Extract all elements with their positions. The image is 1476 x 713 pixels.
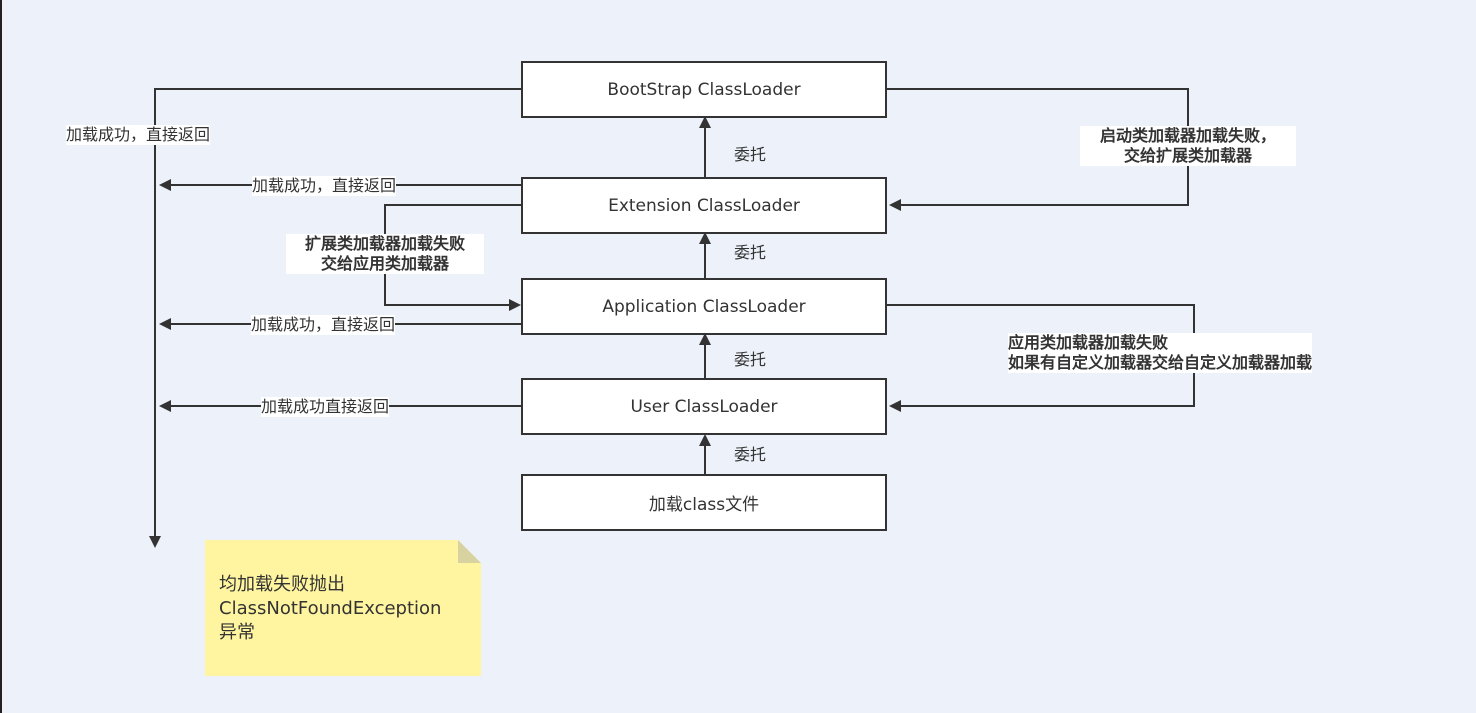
return-label-extension: 加载成功，直接返回 <box>252 176 397 196</box>
sticky-note-text: 均加载失败抛出 ClassNotFoundException 异常 <box>219 573 441 645</box>
user-classloader-box: User ClassLoader <box>521 378 887 435</box>
return-path-bootstrap <box>149 88 521 548</box>
delegate-label: 委托 <box>734 350 767 369</box>
fallback-label-line: 扩展类加载器加载失败 <box>304 234 465 253</box>
fallback-label-application: 应用类加载器加载失败 如果有自定义加载器交给自定义加载器加载 <box>1008 333 1313 373</box>
extension-classloader-box: Extension ClassLoader <box>521 177 887 234</box>
application-classloader-box: Application ClassLoader <box>521 278 887 335</box>
return-label-application: 加载成功，直接返回 <box>251 315 396 335</box>
delegate-label: 委托 <box>734 445 767 464</box>
note-line: ClassNotFoundException <box>219 598 442 619</box>
return-label-user: 加载成功直接返回 <box>261 397 390 417</box>
fallback-label-line: 交给应用类加载器 <box>320 254 449 273</box>
fallback-label-extension: 扩展类加载器加载失败 交给应用类加载器 <box>286 234 484 274</box>
fallback-label-line: 启动类加载器加载失败， <box>1099 126 1276 145</box>
note-line: 均加载失败抛出 <box>219 574 345 595</box>
sticky-note <box>205 540 481 676</box>
bootstrap-classloader-box: BootStrap ClassLoader <box>521 61 887 118</box>
delegate-label: 委托 <box>734 243 767 262</box>
return-label-bootstrap: 加载成功，直接返回 <box>66 125 211 145</box>
fallback-label-line: 应用类加载器加载失败 <box>1008 333 1169 352</box>
note-line: 异常 <box>219 622 255 643</box>
fallback-label-line: 交给扩展类加载器 <box>1123 146 1252 165</box>
load-class-file-box: 加载class文件 <box>521 474 887 531</box>
fallback-label-line: 如果有自定义加载器交给自定义加载器加载 <box>1008 353 1313 372</box>
frame-left-border <box>0 0 2 713</box>
fallback-label-bootstrap: 启动类加载器加载失败， 交给扩展类加载器 <box>1080 126 1296 166</box>
delegate-label: 委托 <box>734 145 767 164</box>
